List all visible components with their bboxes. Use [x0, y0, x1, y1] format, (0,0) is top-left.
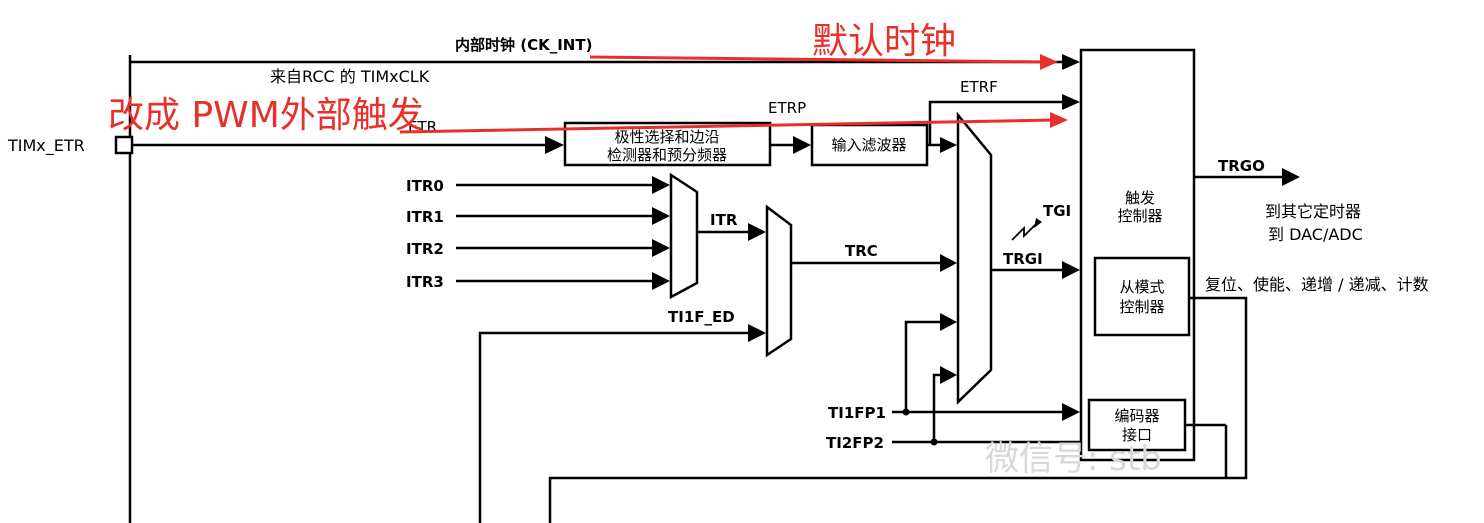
slave-mode-block [1093, 256, 1191, 337]
trgi-arrow [1062, 261, 1080, 279]
trc-arrow [940, 254, 957, 272]
trc-label: TRC [845, 242, 878, 260]
ti1fp1-branch [904, 320, 940, 412]
ti1fp1-branch-arrow [940, 313, 957, 331]
trigger-ctrl-text-1: 触发 [1125, 189, 1155, 207]
ti2fp2-junction [930, 438, 938, 446]
trgi-mux [956, 111, 993, 405]
ti2fp2-branch [932, 373, 940, 442]
tgi-pulse-icon [1011, 223, 1037, 241]
change-to-pwm-annotation: 改成 PWM外部触发 [108, 95, 424, 136]
etrf-label: ETRF [960, 78, 998, 96]
slave-mode-text-1: 从模式 [1119, 278, 1164, 296]
ck-int-label: 内部时钟 (CK_INT) [455, 36, 592, 54]
itr0-arrow [652, 176, 670, 194]
from-rcc-label: 来自RCC 的 TIMxCLK [270, 67, 430, 86]
itr-mux-out-arrow [748, 223, 766, 241]
ti1fp1-arrow [1062, 403, 1080, 421]
filter-out-arrow [940, 137, 957, 153]
itr2-arrow [652, 239, 670, 257]
ti1fp1-junction [902, 408, 910, 416]
polarity-block [563, 121, 772, 167]
encoder-text-2: 接口 [1122, 426, 1152, 444]
trgo-label: TRGO [1218, 157, 1265, 175]
etrp-arrow [793, 136, 811, 154]
polarity-text-1: 极性选择和边沿 [614, 128, 719, 146]
itr1-arrow [652, 207, 670, 225]
etrp-label: ETRP [768, 99, 806, 117]
slave-functions-label: 复位、使能、递增 / 递减、计数 [1205, 275, 1429, 294]
ti2fp2-branch-arrow [940, 366, 957, 384]
itr3-label: ITR3 [406, 273, 444, 291]
tgi-pulse-arrow [1034, 218, 1042, 228]
default-clock-arrow [589, 55, 1046, 64]
pwm-trigger-arrow [399, 118, 1056, 134]
to-other-timers-label: 到其它定时器 [1265, 202, 1361, 221]
watermark-text: 微信号: stb [985, 439, 1162, 479]
etr-pin [114, 135, 134, 155]
itr-label: ITR [710, 211, 738, 229]
itr2-label: ITR2 [406, 240, 444, 258]
etrf-arrow [1062, 94, 1080, 110]
itr-mux [669, 172, 699, 300]
itr0-label: ITR0 [406, 177, 444, 195]
ti1f-ed-arrow [748, 324, 766, 342]
trc-mux [765, 204, 793, 358]
ti1fp1-label: TI1FP1 [828, 404, 886, 422]
to-dac-adc-label: 到 DAC/ADC [1268, 225, 1363, 244]
ti2fp2-label: TI2FP2 [826, 434, 884, 452]
trgi-label: TRGI [1003, 250, 1043, 268]
ti1f-ed-line [478, 331, 748, 523]
default-clock-arrowhead [1040, 54, 1058, 70]
etrf-line [928, 100, 1062, 145]
ti1f-ed-label: TI1F_ED [668, 308, 735, 326]
tim-etr-label: TIMx_ETR [7, 136, 85, 156]
slave-feedback-line [548, 296, 1248, 523]
tgi-label: TGI [1043, 202, 1071, 220]
trgo-arrow [1282, 168, 1300, 186]
etr-arrow [545, 136, 564, 154]
input-filter-text: 输入滤波器 [831, 136, 906, 154]
slave-mode-text-2: 控制器 [1119, 298, 1164, 316]
encoder-text-1: 编码器 [1114, 407, 1159, 425]
ck-int-arrow [1062, 54, 1080, 70]
trigger-controller-block [1079, 48, 1196, 462]
trigger-ctrl-text-2: 控制器 [1117, 207, 1162, 225]
default-clock-annotation: 默认时钟 [812, 21, 956, 62]
itr3-arrow [652, 272, 670, 290]
itr1-label: ITR1 [406, 208, 444, 226]
pwm-trigger-arrowhead [1050, 112, 1068, 128]
polarity-text-2: 检测器和预分频器 [607, 146, 727, 164]
